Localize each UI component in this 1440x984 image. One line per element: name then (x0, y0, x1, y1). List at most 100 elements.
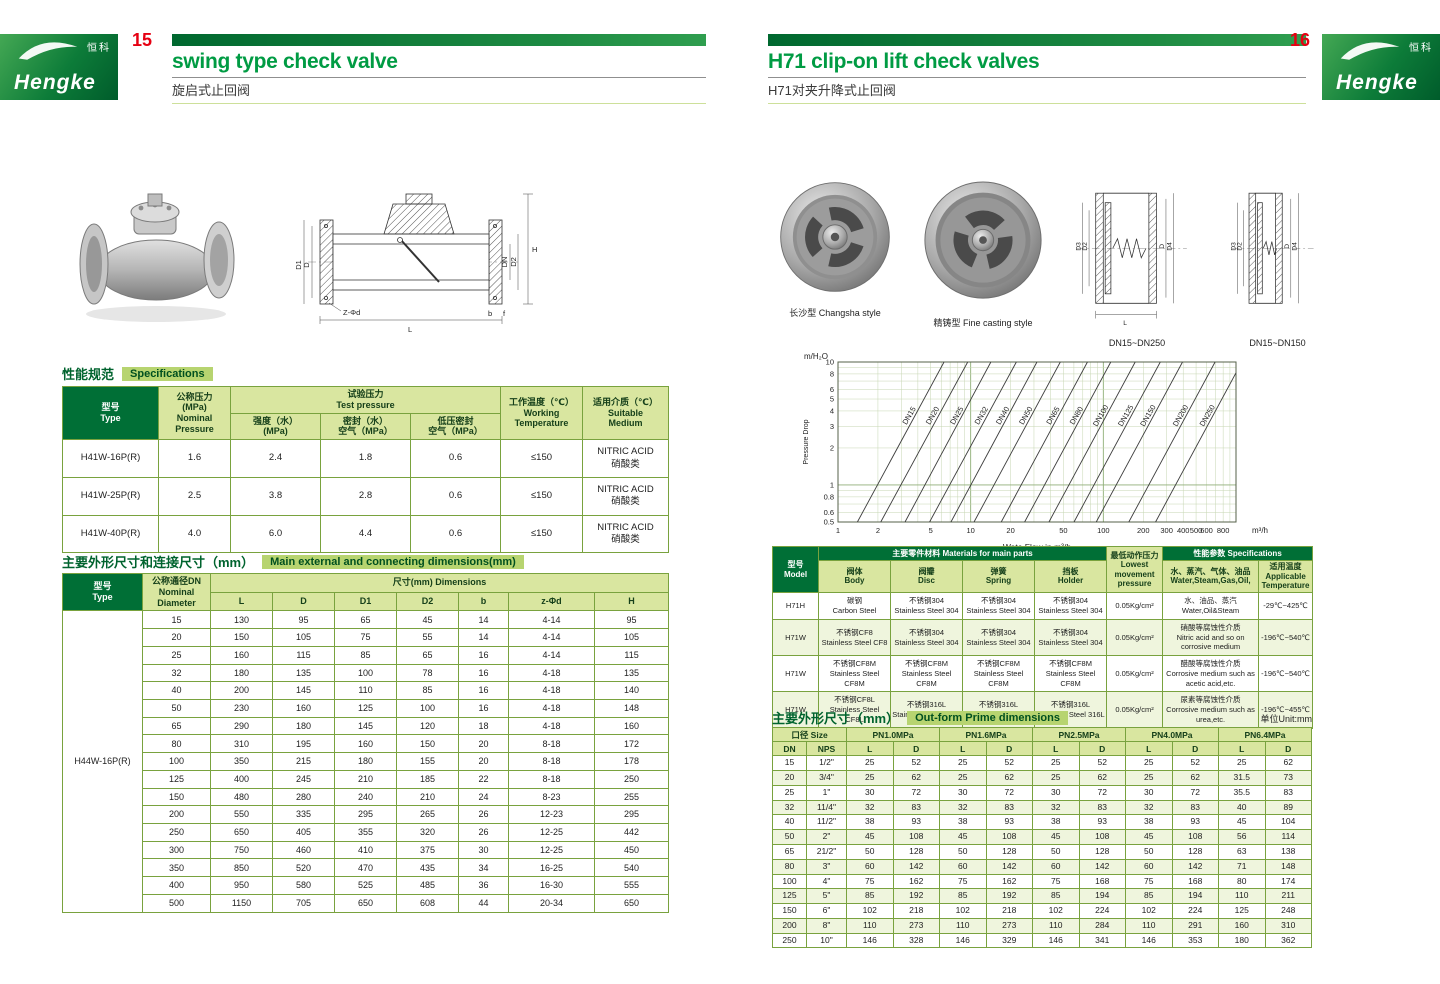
table-cell: 52 (985, 755, 1033, 772)
table-cell: 480 (210, 787, 273, 807)
table-cell: 40 (142, 681, 211, 700)
table-cell: 38 (1032, 814, 1080, 831)
table-cell: 30 (939, 784, 987, 801)
table-cell: H71H (772, 592, 819, 620)
table-cell: 50 (1125, 843, 1173, 860)
table-cell: 72 (985, 784, 1033, 801)
table-cell: 83 (1264, 784, 1312, 801)
table-cell: 180 (1218, 932, 1266, 949)
table-cell: 89 (1264, 799, 1312, 816)
y-tick-label: 0.5 (824, 518, 834, 527)
table-cell: H41W-40P(R) (62, 514, 159, 554)
table-cell: 273 (892, 917, 940, 934)
table-cell: 218 (892, 903, 940, 919)
table-cell: 25 (1032, 755, 1080, 772)
column-header: 型号 Model (772, 545, 819, 594)
table-cell: 180 (334, 752, 397, 771)
dimension-lines (1237, 193, 1299, 304)
table-cell: 108 (985, 829, 1033, 845)
table-cell: 44 (458, 893, 509, 913)
valve-photo (924, 181, 1042, 299)
table-cell: 405 (272, 823, 335, 842)
table-cell: 65 (396, 645, 459, 665)
y-tick-label: 6 (830, 385, 834, 394)
table-cell: 18 (458, 716, 509, 736)
table-cell: 30 (1032, 784, 1080, 801)
table-cell: 0.05Kg/cm² (1106, 592, 1164, 620)
table-cell: 8-18 (508, 769, 595, 789)
column-header: 型号 Type (62, 572, 143, 612)
table-cell: 12-23 (508, 805, 595, 825)
svg-text:D3: D3 (1231, 242, 1238, 251)
svg-text:D: D (302, 262, 311, 268)
table-cell: 16 (458, 645, 509, 665)
table-cell: 25 (846, 770, 894, 786)
table-cell: 32 (846, 799, 894, 816)
specifications-table: 型号 Type 公称压力 (MPa) Nominal Pressure 试验压力… (62, 385, 669, 554)
heading-cn: 性能规范 (62, 367, 115, 382)
table-cell: 290 (210, 716, 273, 736)
table-cell: 120 (396, 716, 459, 736)
table-cell: 210 (396, 787, 459, 807)
table-cell: 25 (846, 755, 894, 772)
table-cell: 14 (458, 628, 509, 647)
table-cell: 71 (1218, 858, 1266, 875)
table-cell: 尿素等腐蚀性介质 Corrosive medium such as urea,e… (1162, 691, 1260, 729)
wafer-valve-photo-fine-casting: 精铸型 Fine casting style (922, 178, 1044, 329)
column-header: 阀体 Body (818, 559, 891, 594)
column-header: 性能参数 Specifications (1162, 546, 1314, 561)
chart-line (1095, 361, 1183, 523)
table-cell: 355 (334, 823, 397, 842)
table-cell: 25 (1218, 755, 1266, 772)
table-cell: 146 (1032, 932, 1080, 949)
table-cell: 350 (210, 752, 273, 771)
table-cell: 45 (846, 829, 894, 845)
table-cell: 34 (458, 858, 509, 878)
table-cell: 125 (1218, 903, 1266, 919)
svg-text:L: L (408, 325, 412, 334)
table-cell: 14 (458, 610, 509, 630)
table-cell: 60 (1032, 858, 1080, 875)
table-cell: 不锈钢304 Stainless Steel 304 (1033, 618, 1108, 657)
table-cell: 93 (1078, 814, 1126, 831)
table-cell: 0.6 (410, 476, 501, 516)
dimension-labels: H D1 D DN D2 L Z-Φd b f (296, 245, 537, 334)
column-header: L (1218, 741, 1266, 757)
table-cell: 155 (396, 752, 459, 771)
table-cell: 45 (939, 829, 987, 845)
table-cell: 1/2" (806, 755, 847, 772)
logo-cn-text: 恒科 (87, 43, 111, 54)
svg-text:D: D (1284, 244, 1291, 249)
outform-heading: 主要外形尺寸（mm） Out-form Prime dimensions (772, 708, 1068, 727)
table-cell: 160 (210, 645, 273, 665)
table-cell: 不锈钢304 Stainless Steel 304 (890, 592, 963, 620)
table-cell: 335 (272, 805, 335, 825)
table-cell: 555 (593, 876, 670, 895)
table-cell: 93 (985, 814, 1033, 831)
table-cell: 295 (334, 805, 397, 825)
table-cell: 5" (806, 888, 847, 905)
table-cell: 3/4" (806, 770, 847, 786)
table-cell: 16 (458, 698, 509, 718)
table-cell: 442 (593, 823, 670, 842)
table-cell: 8" (806, 917, 847, 934)
table-cell: 60 (1125, 858, 1173, 875)
table-cell: 85 (846, 888, 894, 905)
wafer-valve-photo-changsha: 长沙型 Changsha style (776, 178, 894, 319)
table-cell: 不锈钢304 Stainless Steel 304 (962, 592, 1035, 620)
table-cell: 83 (1078, 799, 1126, 816)
x-tick-label: 1 (836, 526, 840, 535)
svg-text:D3: D3 (1076, 242, 1083, 251)
x-tick-label: 300 (1160, 526, 1173, 535)
table-cell: 140 (593, 681, 670, 700)
table-cell: 38 (846, 814, 894, 831)
table-cell: 73 (1264, 770, 1312, 786)
table-cell: 162 (892, 873, 940, 890)
table-cell: 4-18 (508, 681, 595, 700)
dimension-lines (303, 193, 533, 324)
